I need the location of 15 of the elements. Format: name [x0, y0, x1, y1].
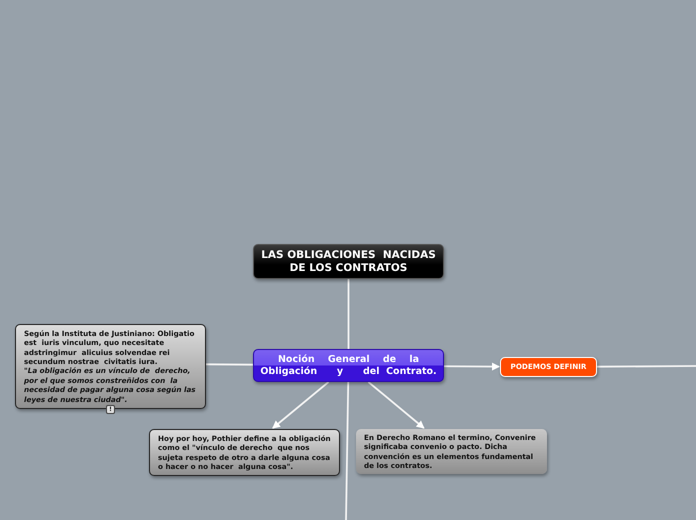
note-box: [356, 429, 547, 474]
topic-box: [253, 349, 444, 382]
node-text: LAS OBLIGACIONES NACIDAS DE LOS CONTRATOS: [260, 248, 437, 274]
note-box: [15, 324, 206, 409]
connector-line: [206, 363, 253, 366]
note-box: [149, 429, 340, 476]
title-box: [253, 244, 444, 279]
connector-line: [345, 382, 350, 520]
label-box: [500, 357, 597, 377]
connector-line: [272, 381, 330, 429]
node-text: Noción General de la Obligación y del Contrato.: [260, 354, 437, 377]
connector-line: [597, 365, 696, 368]
connector-line: [368, 381, 425, 429]
connector-line: [348, 279, 350, 349]
connector-line: [444, 362, 500, 371]
